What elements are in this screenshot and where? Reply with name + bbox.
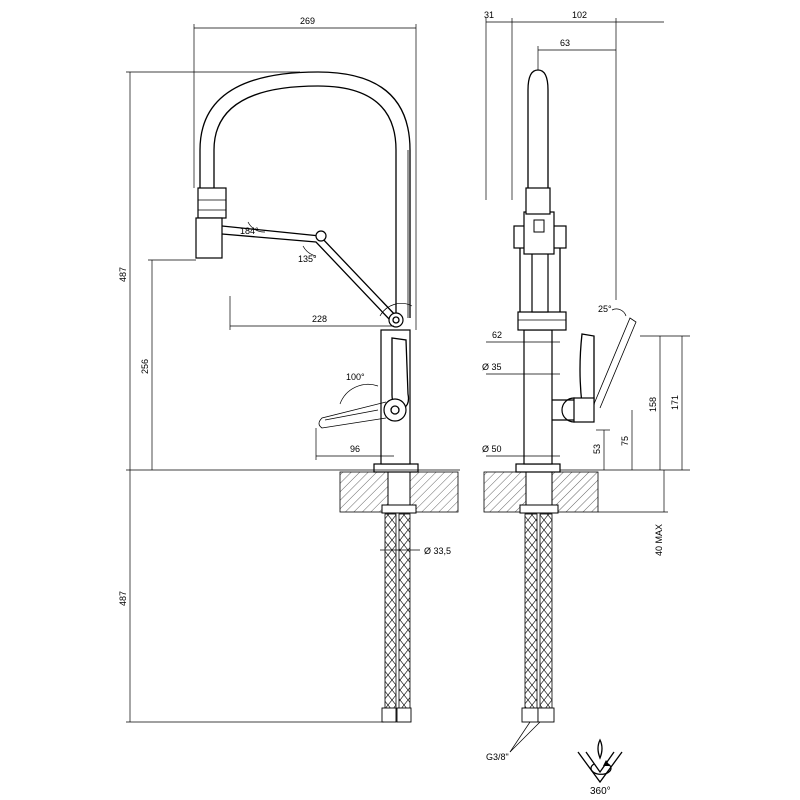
deck-left-section <box>339 471 389 513</box>
side-deck-right <box>551 471 599 513</box>
braided-hose-left <box>384 513 397 711</box>
dim-body-width: 62 <box>492 330 502 340</box>
dim-side-width: 102 <box>572 10 587 20</box>
dim-height-53: 53 <box>592 444 602 454</box>
lever-ghost <box>318 401 387 429</box>
base-flange <box>373 463 419 473</box>
side-lever-ghost <box>593 317 637 409</box>
spout-inner <box>213 85 397 318</box>
dim-side-spout: 63 <box>560 38 570 48</box>
side-lever-plate <box>579 333 595 405</box>
dim-outlet-height: 256 <box>140 359 150 374</box>
hose-fitting-right <box>396 707 412 723</box>
side-body-column <box>523 329 553 465</box>
spout-outer <box>199 71 411 318</box>
dim-lever-reach: 96 <box>350 444 360 454</box>
swivel-joint <box>315 230 327 242</box>
dim-height-75: 75 <box>620 436 630 446</box>
connection-thread: G3/8" <box>486 752 509 762</box>
dim-thread-diameter: Ø 33,5 <box>424 546 451 556</box>
dim-height-171: 171 <box>670 395 680 410</box>
dim-spout-reach: 228 <box>312 314 327 324</box>
angle-spout-rotation: 184° <box>240 226 259 236</box>
dim-side-offset: 31 <box>484 10 494 20</box>
dim-diameter-35: Ø 35 <box>482 362 502 372</box>
front-view: 269 487 256 487 228 96 184° 135° 100° Ø … <box>118 16 460 723</box>
dim-below-height: 487 <box>118 591 128 606</box>
dim-overall-width: 269 <box>300 16 315 26</box>
angle-lever: 100° <box>346 372 365 382</box>
dim-height-158: 158 <box>648 397 658 412</box>
side-braided-hose-right <box>539 513 553 711</box>
rotation-360-icon: 360° <box>577 738 623 797</box>
dim-max-deck: 40 MAX <box>654 524 664 556</box>
side-deck-left <box>483 471 527 513</box>
side-view: 31 102 63 62 Ø 35 Ø 50 25° 158 171 75 53… <box>482 10 690 762</box>
hose-fitting-left <box>381 707 397 723</box>
side-spout <box>527 69 549 190</box>
deck-right-section <box>409 471 459 513</box>
angle-joint: 135° <box>298 254 317 264</box>
body-column <box>380 329 411 465</box>
mounting-nut <box>381 504 417 514</box>
lever-pivot <box>383 398 407 422</box>
angle-lever-tilt: 25° <box>598 304 612 314</box>
side-braided-hose-left <box>524 513 538 711</box>
spray-head-collar <box>197 187 227 219</box>
dim-diameter-50: Ø 50 <box>482 444 502 454</box>
braided-hose-right <box>398 513 411 711</box>
swivel-arm <box>221 225 399 319</box>
spray-head <box>195 217 223 259</box>
rotation-angle-label: 360° <box>590 786 611 797</box>
dim-total-height: 487 <box>118 267 128 282</box>
arm-base-joint <box>388 312 404 328</box>
